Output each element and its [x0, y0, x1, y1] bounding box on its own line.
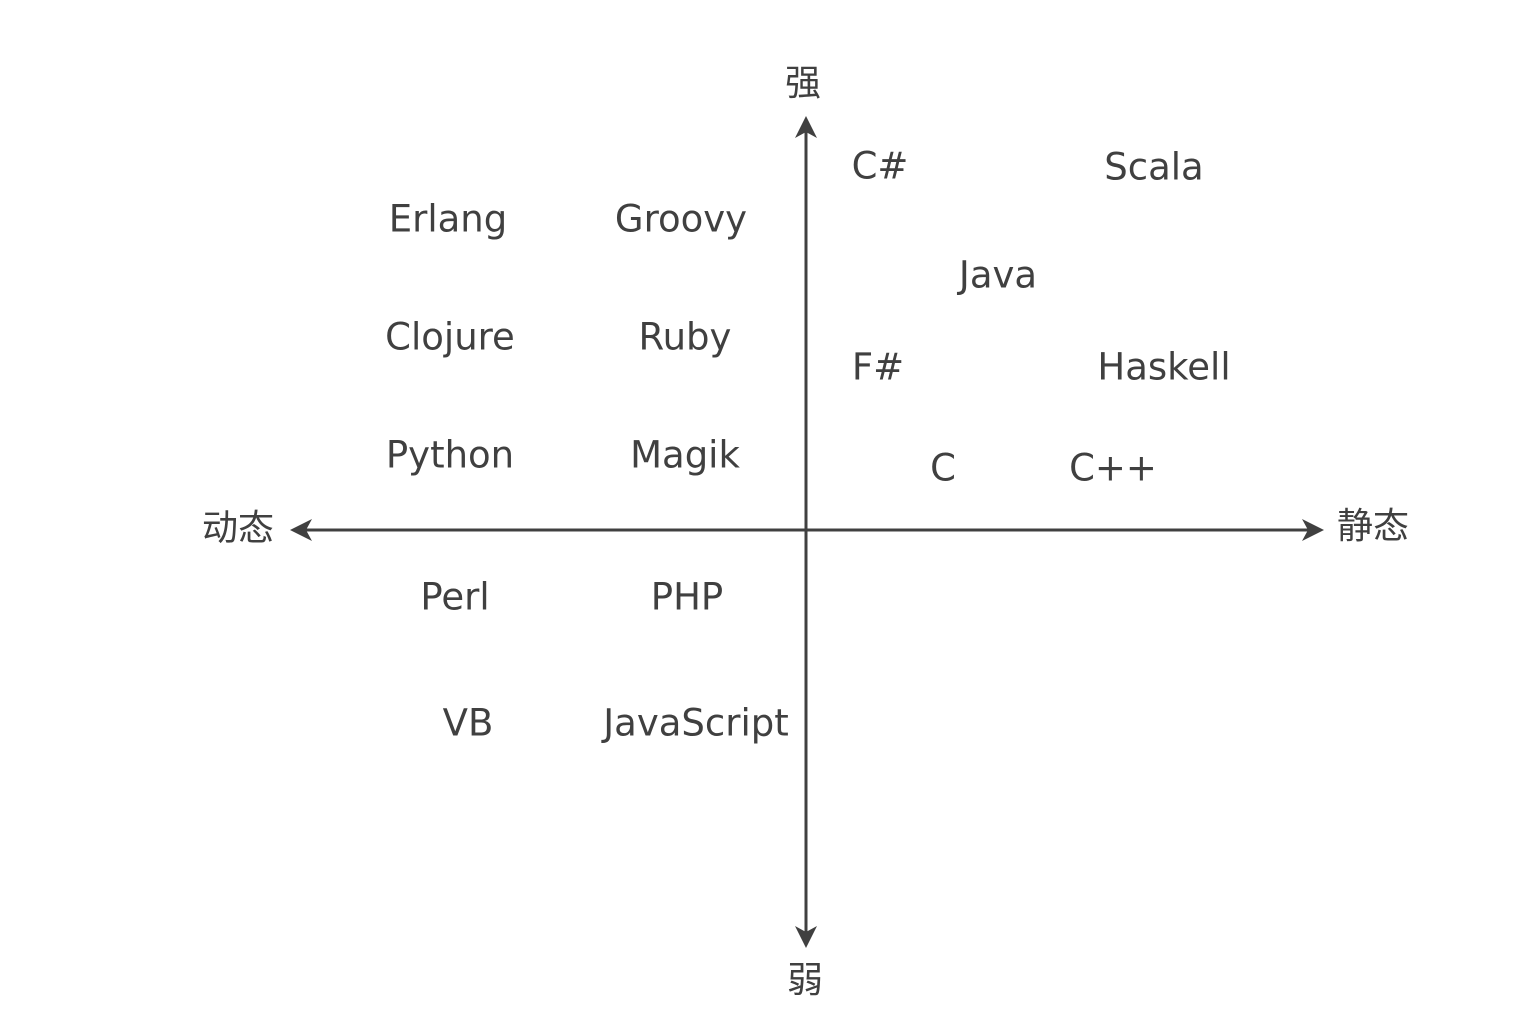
language-label-clojure: Clojure	[385, 315, 515, 359]
language-label-java: Java	[958, 253, 1038, 297]
language-label-haskell: Haskell	[1097, 345, 1231, 389]
axis-label-weak: 弱	[786, 960, 824, 1001]
language-label-fsharp: F#	[851, 345, 905, 389]
language-label-erlang: Erlang	[388, 197, 508, 241]
language-label-csharp: C#	[851, 144, 909, 188]
arrow-down-icon	[795, 926, 817, 948]
arrow-right-icon	[1302, 519, 1324, 541]
language-label-groovy: Groovy	[614, 197, 748, 241]
language-label-magik: Magik	[630, 433, 740, 477]
language-label-javascript: JavaScript	[603, 701, 789, 745]
language-label-c: C	[930, 446, 956, 490]
axis-label-dynamic: 动态	[201, 508, 275, 549]
language-label-cpp: C++	[1069, 446, 1157, 490]
language-label-php: PHP	[650, 575, 724, 619]
arrow-up-icon	[795, 116, 817, 138]
arrow-left-icon	[290, 519, 312, 541]
language-label-scala: Scala	[1104, 145, 1204, 189]
language-label-vb: VB	[442, 701, 494, 745]
language-label-python: Python	[385, 433, 515, 477]
language-label-ruby: Ruby	[638, 315, 732, 359]
axis-label-strong: 强	[784, 63, 822, 104]
language-label-perl: Perl	[420, 575, 490, 619]
axis-label-static: 静态	[1336, 506, 1410, 547]
